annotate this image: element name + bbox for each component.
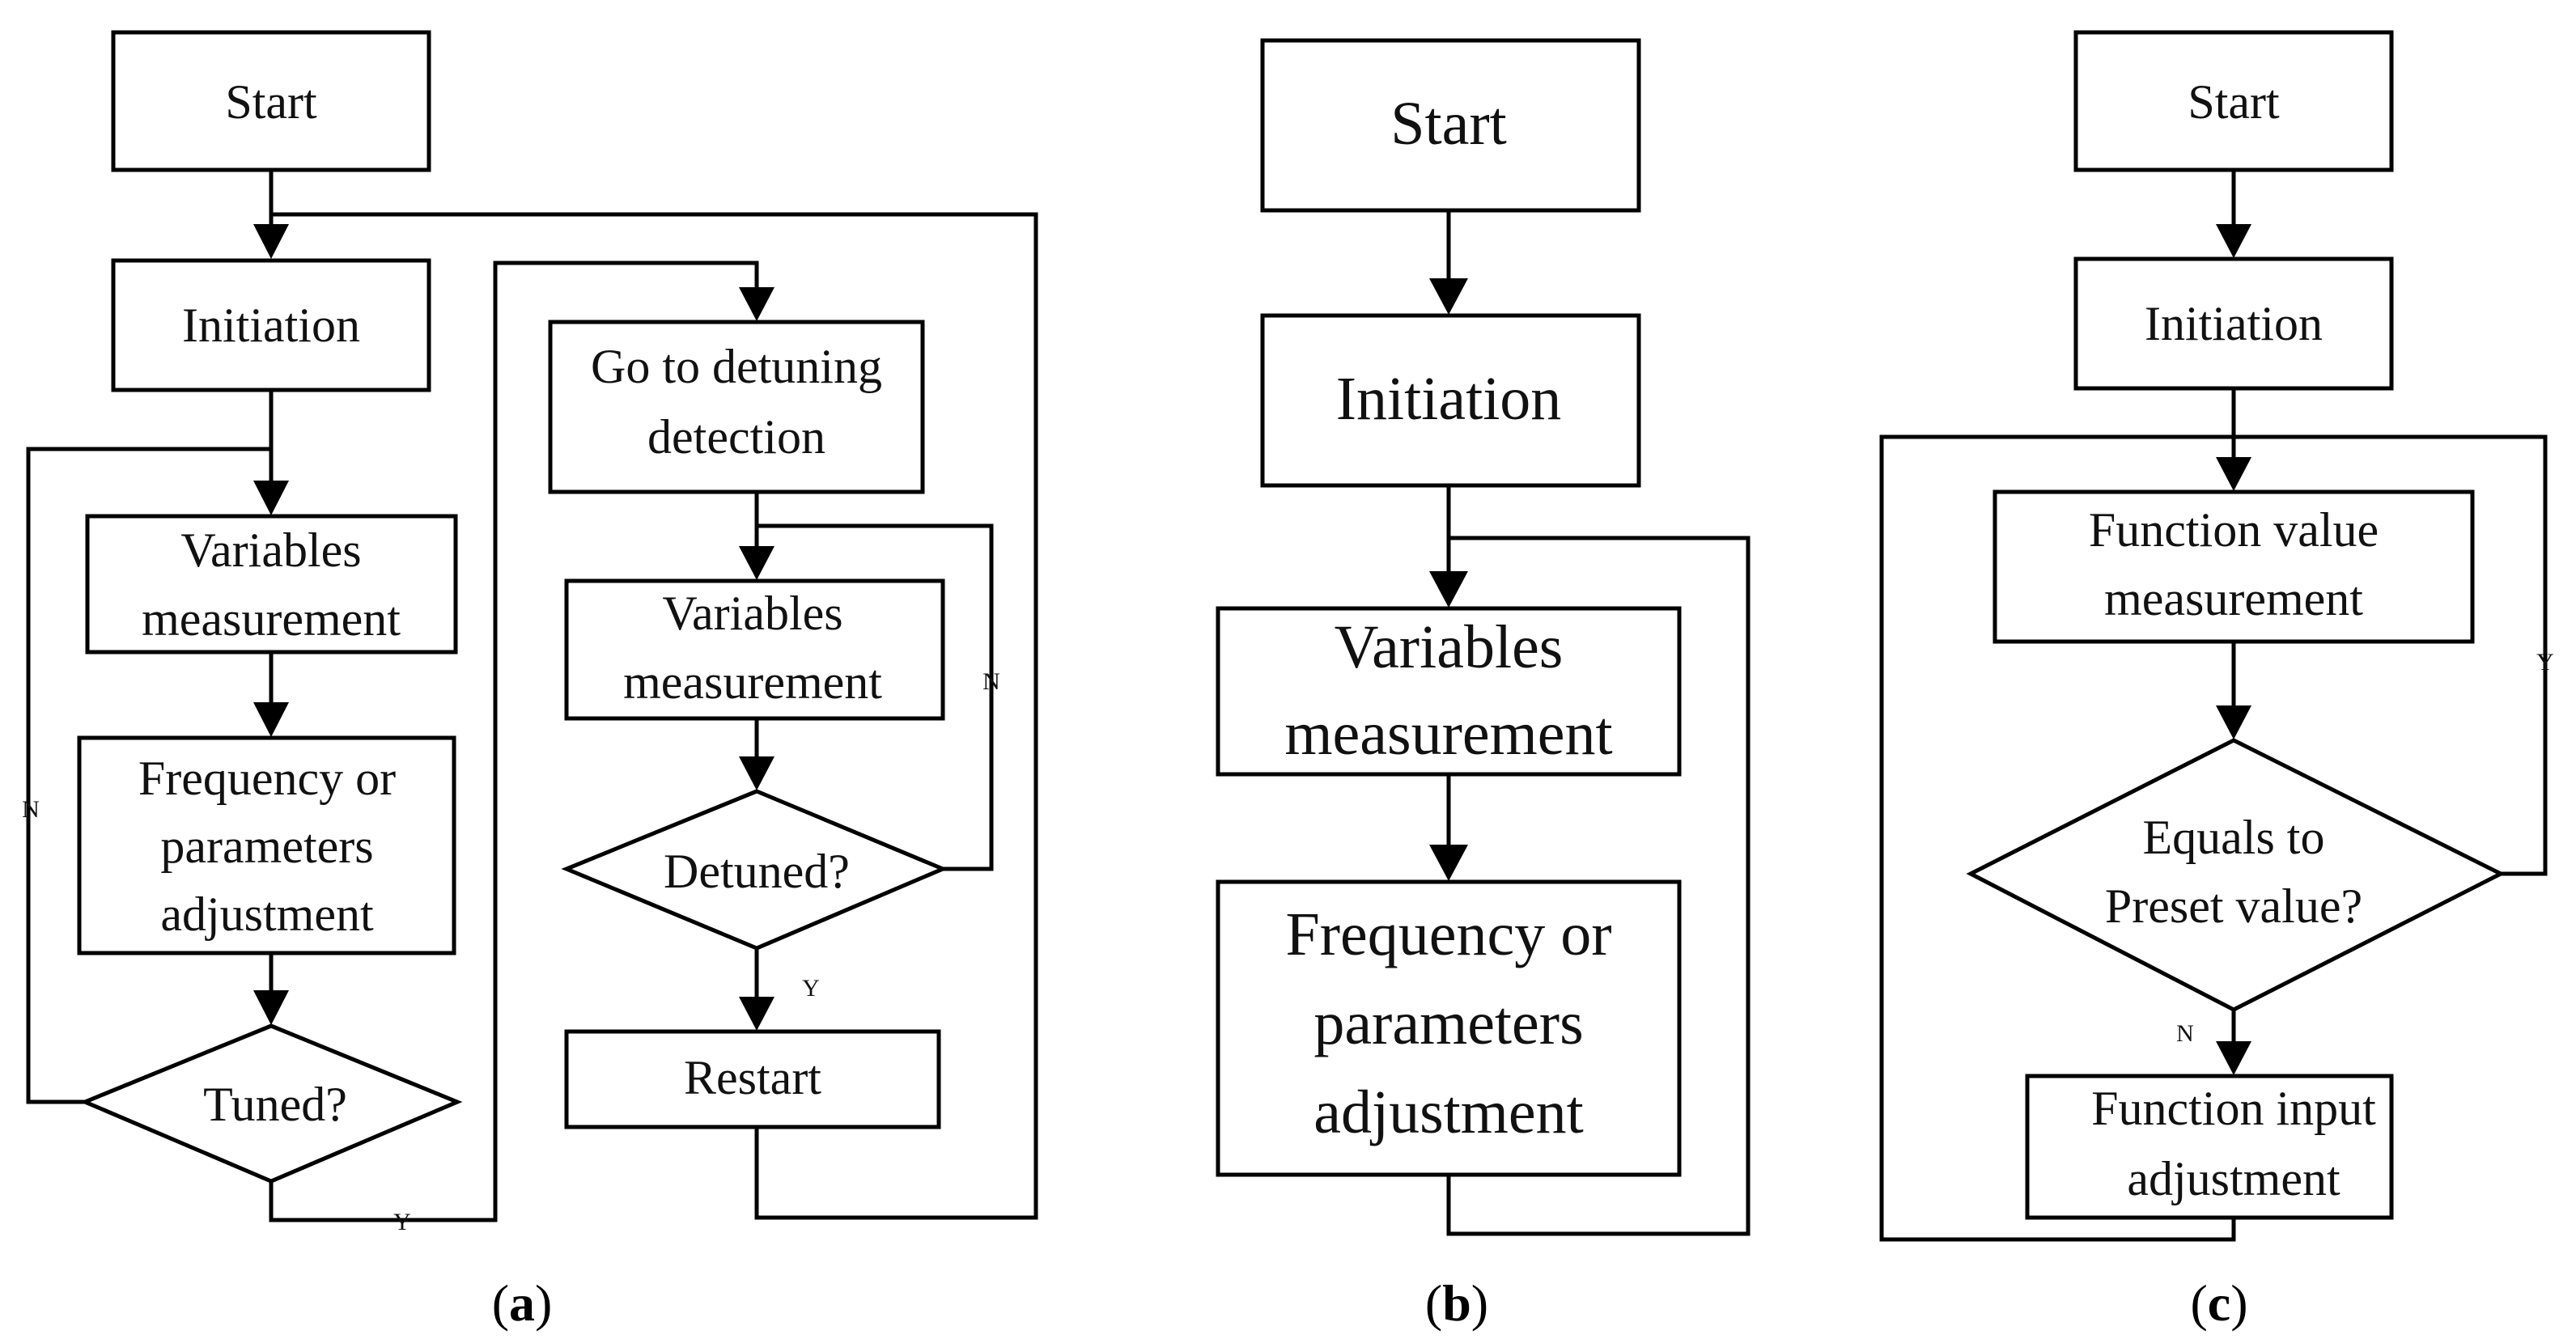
c-label-y: Y xyxy=(2536,649,2554,676)
a-initiation-label: Initiation xyxy=(182,299,360,352)
a-tuned-no-loop xyxy=(26,447,271,1104)
b-initiation-box xyxy=(1260,313,1641,488)
a-adjust-box xyxy=(77,735,456,955)
b-adjust-loop-back xyxy=(1446,536,1751,1236)
a-arrowhead-goto xyxy=(739,287,774,321)
panel-a: Start Initiation Variables measurement F… xyxy=(22,30,1038,1332)
a-goto-label-2: detection xyxy=(647,410,825,464)
c-input-label-2: adjustment xyxy=(2127,1152,2340,1205)
b-adjust-label-1: Frequency or xyxy=(1285,900,1611,968)
a-label-n-right: N xyxy=(982,668,1000,695)
a-variables-label-1: Variables xyxy=(180,523,361,577)
a-goto-label-1: Go to detuning xyxy=(591,340,882,393)
a-restart-loop-back xyxy=(271,212,1038,1220)
a-variables-label-2: measurement xyxy=(142,592,401,646)
c-equals-decision xyxy=(1966,738,2506,1012)
panel-c: Start Initiation Function value measurem… xyxy=(1879,30,2554,1332)
a-arrowhead-variables2 xyxy=(739,546,774,580)
c-input-box xyxy=(2025,1074,2394,1220)
a-adjust-label-2: parameters xyxy=(160,820,373,873)
c-caption-letter: c xyxy=(2208,1274,2230,1332)
a-arrowhead-init xyxy=(253,224,289,259)
panel-b: Start Initiation Variables measurement F… xyxy=(1216,38,1751,1332)
b-adjust-box xyxy=(1216,879,1682,1177)
b-arrowhead-variables xyxy=(1429,571,1468,608)
c-arrowhead-init xyxy=(2216,224,2251,258)
b-variables-box xyxy=(1216,606,1682,777)
a-restart-label: Restart xyxy=(684,1051,821,1104)
a-variables-box xyxy=(85,514,458,655)
a-variables2-box xyxy=(564,578,945,721)
a-variables2-label-2: measurement xyxy=(623,655,882,709)
b-caption: (b) xyxy=(1425,1274,1488,1332)
b-adjust-label-2: parameters xyxy=(1313,989,1583,1057)
a-detuned-label: Detuned? xyxy=(664,845,850,898)
a-arrowhead-detuned xyxy=(739,756,774,790)
a-start-box xyxy=(111,30,431,172)
a-start-label: Start xyxy=(225,75,317,129)
a-detuned-no-loop xyxy=(757,523,994,871)
c-equals-yes-loop xyxy=(2234,434,2548,876)
c-function-label-1: Function value xyxy=(2089,503,2379,557)
c-initiation-label: Initiation xyxy=(2145,297,2323,350)
a-restart-box xyxy=(564,1029,941,1129)
b-caption-letter: b xyxy=(1442,1274,1471,1332)
a-adjust-label-1: Frequency or xyxy=(138,752,396,805)
b-variables-label-2: measurement xyxy=(1284,700,1612,768)
b-adjust-label-3: adjustment xyxy=(1313,1078,1584,1146)
c-arrowhead-function xyxy=(2216,457,2251,491)
a-caption: (a) xyxy=(492,1274,553,1332)
a-arrowhead-adjust xyxy=(253,702,289,737)
a-tuned-yes-path xyxy=(269,261,759,1222)
a-caption-letter: a xyxy=(509,1274,535,1332)
a-arrowhead-tuned xyxy=(253,990,289,1025)
c-start-label: Start xyxy=(2188,75,2280,129)
c-input-loop-back xyxy=(1879,434,2236,1242)
b-start-box xyxy=(1260,38,1641,213)
a-initiation-box xyxy=(111,258,431,392)
a-label-y-bottom: Y xyxy=(393,1209,411,1235)
c-input-label-1: Function input xyxy=(2091,1082,2376,1135)
a-tuned-label: Tuned? xyxy=(203,1078,347,1131)
c-caption: (c) xyxy=(2190,1274,2247,1332)
c-function-box xyxy=(1992,489,2475,644)
c-arrowhead-input xyxy=(2216,1041,2251,1075)
c-function-label-2: measurement xyxy=(2104,572,2363,625)
a-variables2-label-1: Variables xyxy=(662,587,842,640)
b-arrowhead-adjust xyxy=(1429,845,1468,881)
c-label-n: N xyxy=(2176,1020,2194,1047)
c-start-box xyxy=(2073,30,2394,172)
c-equals-label-1: Equals to xyxy=(2143,811,2325,864)
a-arrowhead-restart xyxy=(739,997,774,1031)
b-start-label: Start xyxy=(1390,90,1507,158)
b-initiation-label: Initiation xyxy=(1336,365,1562,433)
c-arrowhead-equals xyxy=(2216,705,2251,739)
c-equals-label-2: Preset value? xyxy=(2105,879,2362,933)
b-arrowhead-init xyxy=(1429,278,1468,315)
a-adjust-label-3: adjustment xyxy=(160,888,374,941)
b-variables-label-1: Variables xyxy=(1335,613,1564,681)
a-label-y-detuned: Y xyxy=(802,975,820,1002)
a-goto-box xyxy=(548,320,925,494)
c-initiation-box xyxy=(2073,256,2394,391)
a-label-n-left: N xyxy=(22,796,40,823)
a-arrowhead-variables xyxy=(253,481,289,515)
